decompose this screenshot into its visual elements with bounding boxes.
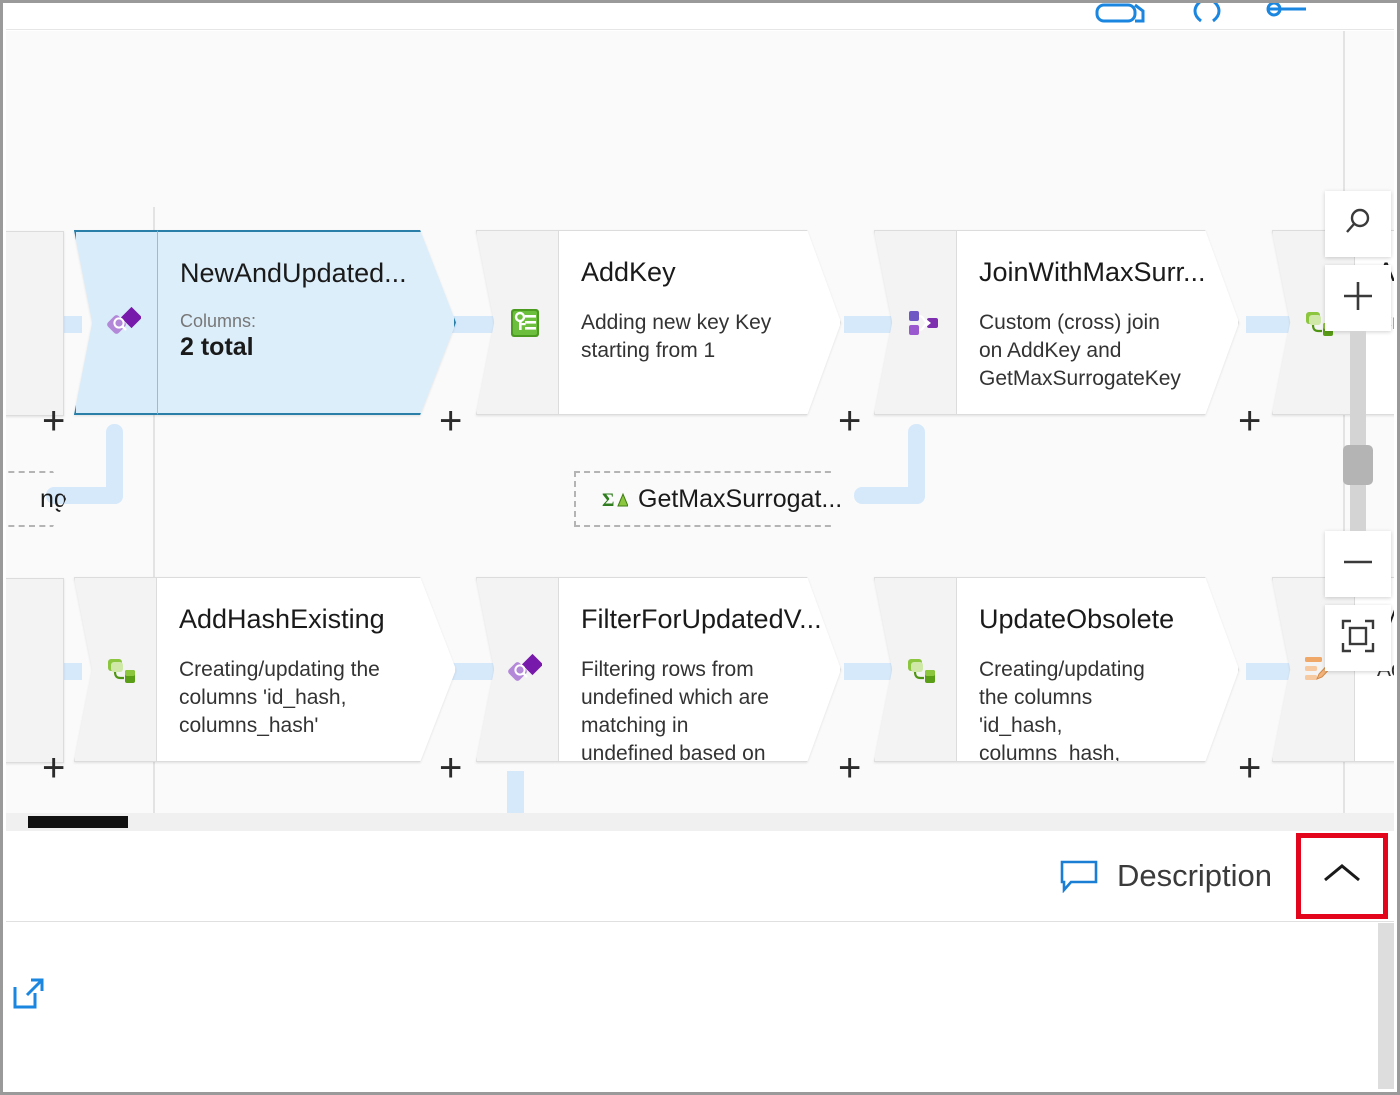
node-join-with-max-surrogate[interactable]: JoinWithMaxSurr... Custom (cross) join o…	[874, 230, 1239, 415]
add-node-handle[interactable]: +	[42, 746, 66, 790]
node-icon-pane	[874, 577, 957, 762]
node-partial-left-top[interactable]	[6, 231, 64, 416]
panel-vertical-scrollbar[interactable]	[1378, 923, 1394, 1089]
node-title: UpdateObsolete	[979, 604, 1175, 634]
zoom-controls[interactable]	[1325, 191, 1391, 671]
zoom-out-button[interactable]	[1325, 531, 1391, 597]
node-icon-pane	[6, 578, 64, 763]
connector	[1246, 316, 1294, 333]
node-filter-for-updated[interactable]: FilterForUpdatedV... Filtering rows from…	[476, 577, 841, 762]
connector-branch	[854, 487, 925, 504]
node-icon-pane	[476, 230, 559, 415]
node-title: AddHashExisting	[179, 604, 385, 634]
surrogate-key-icon	[508, 306, 542, 340]
description-label: Description	[1116, 858, 1272, 893]
connector-branch	[507, 771, 524, 813]
fit-to-screen-button[interactable]	[1325, 605, 1391, 671]
search-icon	[1340, 204, 1376, 245]
description-panel	[6, 923, 1394, 1089]
data-flow-canvas[interactable]: + NewAndUpdated... Columns: 2 total	[6, 31, 1394, 813]
open-in-new-window-icon[interactable]	[11, 975, 47, 1011]
connector	[446, 663, 494, 680]
connector-branch	[908, 424, 925, 504]
node-columns-label: Columns:	[180, 311, 257, 331]
node-update-obsolete[interactable]: UpdateObsolete Creating/updating the col…	[874, 577, 1239, 762]
scrollbar-thumb[interactable]	[28, 816, 128, 828]
add-node-handle[interactable]: +	[1238, 746, 1262, 790]
toolbar-strip	[6, 3, 1394, 30]
zoom-slider-track[interactable]	[1343, 331, 1373, 531]
node-description: Filtering rows from undefined which are …	[581, 658, 769, 762]
node-description: Creating/updating the columns 'id_hash, …	[979, 658, 1145, 762]
add-node-handle[interactable]: +	[42, 399, 66, 443]
parentheses-expression-icon[interactable]	[1181, 3, 1231, 29]
connector	[844, 316, 892, 333]
minus-icon	[1339, 543, 1377, 586]
connector	[446, 316, 494, 333]
ref-node-left[interactable]: ng	[6, 471, 66, 527]
svg-text:Σ: Σ	[602, 490, 614, 511]
exists-lookup-icon	[508, 653, 544, 687]
derived-column-icon	[906, 653, 940, 687]
description-collapse-button[interactable]	[1296, 833, 1388, 919]
node-body: NewAndUpdated... Columns: 2 total	[157, 230, 456, 415]
zoom-slider-thumb[interactable]	[1343, 445, 1373, 485]
search-button[interactable]	[1325, 191, 1391, 257]
node-partial-left-bottom[interactable]	[6, 578, 64, 763]
node-title: AddKey	[581, 257, 676, 287]
node-description: Custom (cross) join on AddKey and GetMax…	[979, 311, 1181, 390]
node-title: NewAndUpdated...	[180, 258, 407, 288]
node-title: FilterForUpdatedV...	[581, 604, 822, 634]
node-icon-pane	[874, 230, 957, 415]
fit-to-screen-icon	[1339, 617, 1377, 660]
node-title: JoinWithMaxSurr...	[979, 257, 1206, 287]
add-node-handle[interactable]: +	[439, 399, 463, 443]
add-node-handle[interactable]: +	[1238, 399, 1262, 443]
node-icon-pane	[74, 230, 157, 415]
node-body: FilterForUpdatedV... Filtering rows from…	[559, 577, 841, 762]
aggregate-icon: Σ	[602, 486, 629, 512]
chevron-up-icon	[1319, 859, 1365, 894]
node-body: JoinWithMaxSurr... Custom (cross) join o…	[957, 230, 1239, 415]
node-icon-pane	[6, 231, 64, 416]
plus-icon	[1339, 277, 1377, 320]
ref-node-get-max-surrogate[interactable]: Σ GetMaxSurrogat...	[574, 471, 861, 527]
node-body: UpdateObsolete Creating/updating the col…	[957, 577, 1239, 762]
connector-branch	[106, 424, 123, 504]
join-icon	[906, 306, 940, 340]
node-description: Adding new key Key starting from 1	[581, 311, 772, 362]
connector	[1246, 663, 1294, 680]
node-icon-pane	[476, 577, 559, 762]
settings-slider-icon[interactable]	[1254, 3, 1314, 29]
connector	[844, 663, 892, 680]
exists-lookup-icon	[107, 306, 143, 340]
node-description: Creating/updating the columns 'id_hash, …	[179, 658, 380, 737]
add-node-handle[interactable]: +	[838, 746, 862, 790]
derived-column-icon	[106, 653, 140, 687]
add-node-handle[interactable]: +	[838, 399, 862, 443]
comment-bubble-icon	[1059, 859, 1099, 894]
rectangle-tool-icon[interactable]	[1091, 3, 1151, 29]
add-node-handle[interactable]: +	[439, 746, 463, 790]
node-body: AddKey Adding new key Key starting from …	[559, 230, 841, 415]
canvas-guide-line	[1343, 31, 1345, 813]
description-bar[interactable]: Description	[6, 831, 1394, 922]
zoom-in-button[interactable]	[1325, 265, 1391, 331]
node-new-and-updated[interactable]: NewAndUpdated... Columns: 2 total	[74, 230, 456, 415]
node-add-hash-existing[interactable]: AddHashExisting Creating/updating the co…	[74, 577, 456, 762]
ref-node-label: GetMaxSurrogat...	[638, 484, 843, 513]
canvas-horizontal-scrollbar[interactable]	[6, 813, 1394, 831]
node-columns-value: 2 total	[180, 333, 254, 361]
node-add-key[interactable]: AddKey Adding new key Key starting from …	[476, 230, 841, 415]
canvas-guide-line	[153, 207, 155, 813]
node-icon-pane	[74, 577, 157, 762]
node-body: AddHashExisting Creating/updating the co…	[157, 577, 456, 762]
